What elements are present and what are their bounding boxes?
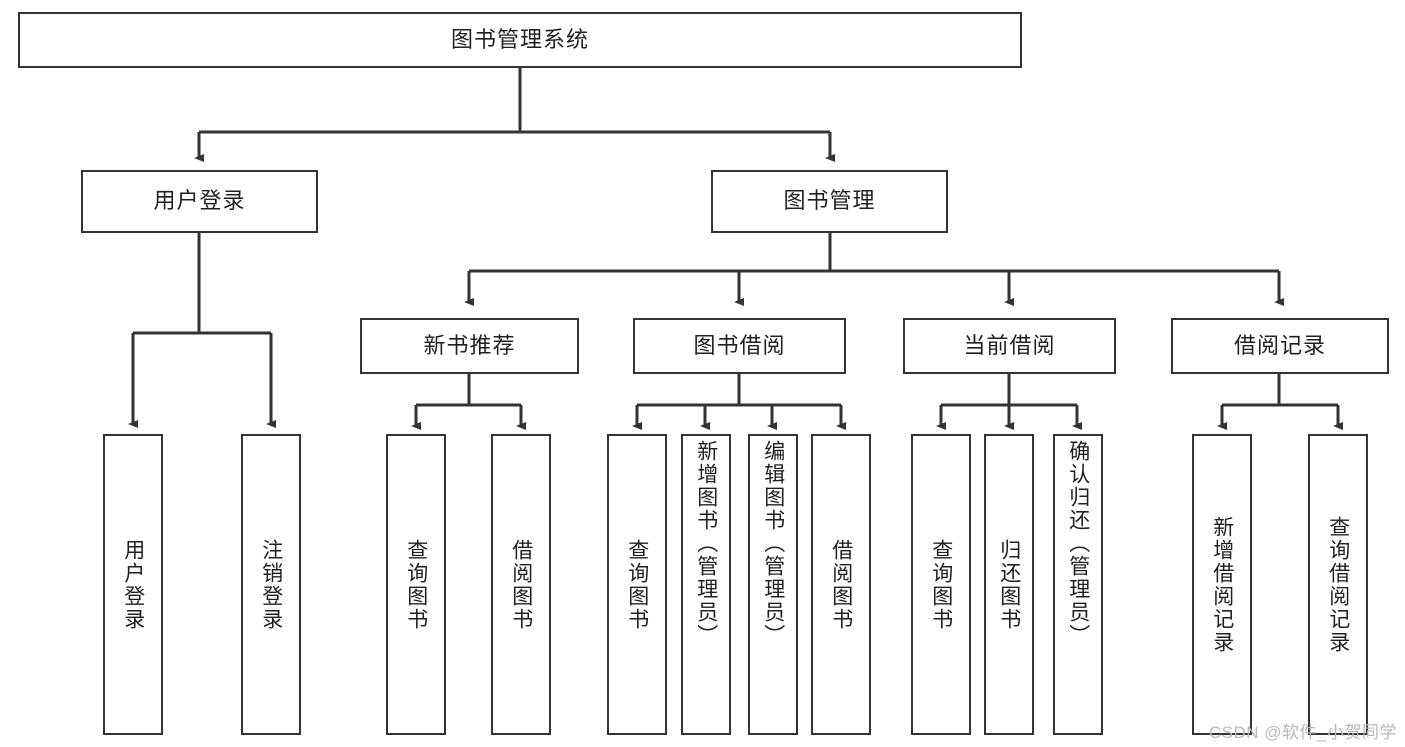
leaf-borrow-book-borrow[interactable]: 借阅图书 <box>811 434 871 735</box>
leaf-add-borrow-record[interactable]: 新增借阅记录 <box>1192 434 1252 735</box>
node-new-book-recommend[interactable]: 新书推荐 <box>360 318 579 374</box>
leaf-borrow-book-recommend[interactable]: 借阅图书 <box>491 434 551 735</box>
leaf-query-book-current[interactable]: 查询图书 <box>911 434 971 735</box>
leaf-query-book-recommend[interactable]: 查询图书 <box>386 434 446 735</box>
node-current-borrow[interactable]: 当前借阅 <box>903 318 1116 374</box>
node-user-login[interactable]: 用户登录 <box>81 170 318 233</box>
node-root[interactable]: 图书管理系统 <box>18 12 1022 68</box>
node-borrow-record[interactable]: 借阅记录 <box>1171 318 1389 374</box>
leaf-confirm-return-admin[interactable]: 确认归还（管理员） <box>1053 434 1103 735</box>
leaf-user-login[interactable]: 用户登录 <box>103 434 163 735</box>
leaf-query-borrow-record[interactable]: 查询借阅记录 <box>1308 434 1368 735</box>
leaf-logout-login[interactable]: 注销登录 <box>241 434 301 735</box>
node-book-borrow[interactable]: 图书借阅 <box>633 318 846 374</box>
node-book-management[interactable]: 图书管理 <box>711 170 948 233</box>
leaf-query-book-borrow[interactable]: 查询图书 <box>607 434 667 735</box>
leaf-edit-book-admin[interactable]: 编辑图书（管理员） <box>748 434 798 735</box>
leaf-add-book-admin[interactable]: 新增图书（管理员） <box>681 434 731 735</box>
leaf-return-book[interactable]: 归还图书 <box>984 434 1034 735</box>
